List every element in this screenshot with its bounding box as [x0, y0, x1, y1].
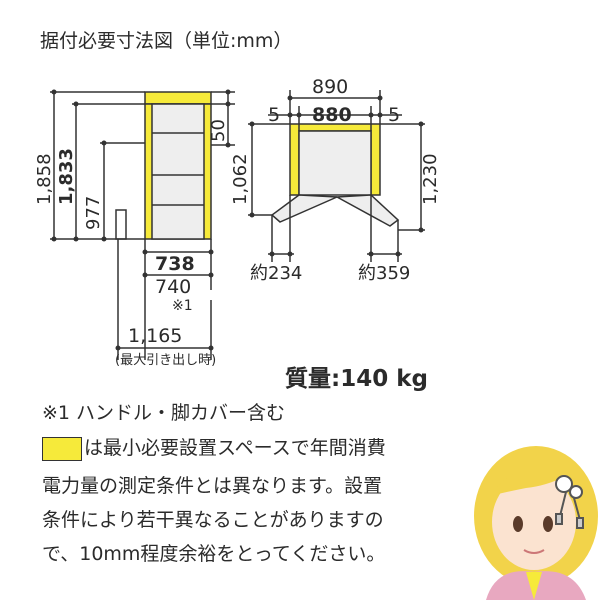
mascot-illustration [474, 446, 598, 600]
note-line-3: 条件により若干異なることがありますの [42, 509, 384, 531]
note-line-2: 電力量の測定条件とは異なります。設置 [42, 475, 383, 497]
dim-width-body: 880 [312, 104, 352, 126]
dim-depth-right-open: 1,230 [420, 153, 441, 205]
side-fridge-inner [151, 103, 205, 240]
dim-height-body: 1,833 [56, 148, 77, 205]
note-line-4: で、10mm程度余裕をとってください。 [42, 543, 386, 565]
hair-ornament-icon [555, 475, 584, 529]
dim-top-clearance: 50 [208, 119, 229, 142]
dim-height-total: 1,858 [34, 153, 55, 205]
dim-door-swing-left: 約234 [250, 263, 302, 284]
dim-depth-open-note: (最大引き出し時) [115, 353, 216, 368]
mass-label: 質量:140 kg [285, 366, 428, 392]
dim-depth-open: 1,165 [128, 325, 182, 347]
note-handle: ※1 ハンドル・脚カバー含む [42, 402, 286, 424]
dim-width-total: 890 [312, 76, 348, 98]
diagram-title: 据付必要寸法図（単位:mm） [40, 30, 293, 52]
dim-depth-body: 738 [155, 253, 195, 275]
handle-note-mark: ※1 [172, 298, 193, 314]
dim-door-swing-right: 約359 [358, 263, 410, 284]
top-door-right [334, 194, 400, 227]
dim-side-clearance-left: 5 [268, 104, 280, 126]
top-fridge-body [298, 130, 372, 196]
dim-depth-handle: 740 [155, 276, 191, 298]
dim-depth-left-open: 1,062 [230, 153, 251, 205]
note-line-1: は最小必要設置スペースで年間消費 [84, 437, 386, 459]
dim-side-clearance-right: 5 [388, 104, 400, 126]
top-door-left [270, 194, 338, 223]
dim-height-lower: 977 [83, 196, 104, 230]
yellow-legend-swatch [42, 437, 82, 461]
